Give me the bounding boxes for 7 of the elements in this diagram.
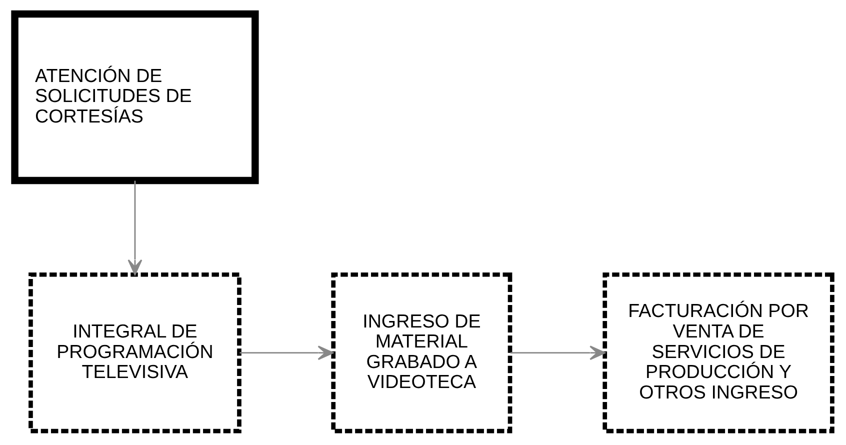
node-box: ATENCIÓN DE SOLICITUDES DE CORTESÍAS bbox=[10, 10, 258, 184]
arrow bbox=[510, 346, 605, 360]
node-box: INTEGRAL DE PROGRAMACIÓN TELEVISIVA bbox=[28, 272, 241, 434]
node-box: FACTURACIÓN POR VENTA DE SERVICIOS DE PRODUCCIÓN Y OTROS INGRESO bbox=[602, 272, 834, 434]
arrow bbox=[239, 346, 334, 360]
node-box: INGRESO DE MATERIAL GRABADO A VIDEOTECA bbox=[330, 272, 512, 434]
arrow bbox=[127, 180, 142, 276]
